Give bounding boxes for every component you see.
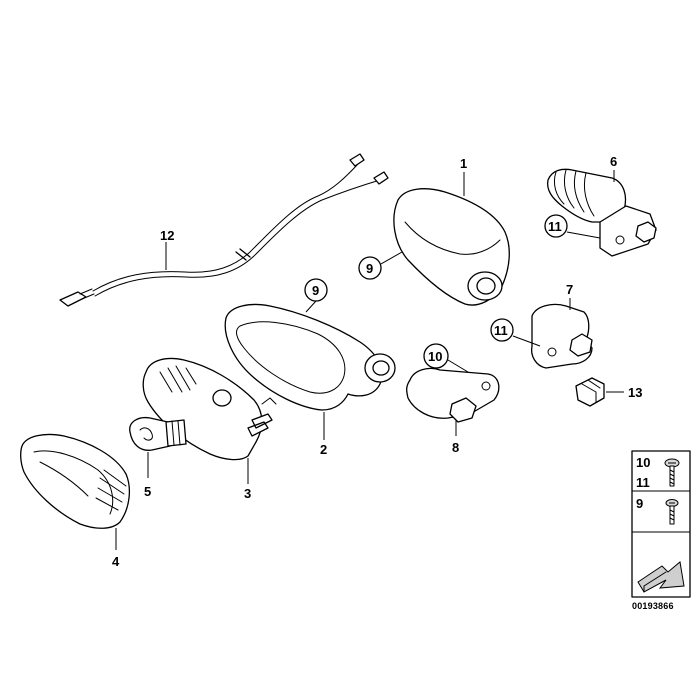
callout-6: 6 [610, 154, 617, 169]
lens-reflection [39, 461, 89, 497]
small-bracket-hole [547, 347, 557, 357]
wiring-harness [59, 153, 389, 307]
callout-4: 4 [112, 554, 120, 569]
lens-edge [33, 450, 114, 515]
reflector-body [142, 357, 263, 461]
callout-12: 12 [160, 228, 174, 243]
bellows-bracket-hole [615, 235, 625, 245]
callout-circle-11b [490, 318, 514, 342]
leader-line-11a [566, 231, 601, 239]
callout-8: 8 [452, 440, 459, 455]
rear-housing [393, 188, 510, 306]
leader-line-10 [447, 359, 469, 373]
screw-icon-small [665, 499, 679, 525]
harness-terminal-a [349, 153, 365, 167]
harness-cable-b [94, 179, 381, 297]
screw-icon-large [664, 458, 680, 487]
harness-terminal-b [373, 171, 389, 185]
callout-2: 2 [320, 442, 327, 457]
bulb-filament [139, 427, 153, 441]
short-bracket-hole [481, 381, 491, 391]
callout-circle-9a [358, 256, 382, 280]
clip-folds [581, 379, 601, 403]
front-housing-socket-inner [372, 360, 390, 376]
leader-line-9a [380, 251, 403, 265]
callout-11b: 11 [494, 323, 508, 338]
legend-label-11: 11 [636, 475, 650, 490]
callout-5: 5 [144, 484, 151, 499]
small-bracket [530, 303, 593, 369]
bulb-base [165, 419, 187, 447]
callout-9a: 9 [366, 261, 373, 276]
front-housing-body [224, 303, 383, 411]
bulb [129, 416, 187, 451]
callout-10: 10 [428, 349, 442, 364]
callout-1: 1 [460, 156, 467, 171]
callout-13: 13 [628, 385, 642, 400]
front-housing [224, 303, 396, 411]
bellows-mount [546, 168, 657, 257]
leader-line-11b [512, 335, 541, 347]
callout-11a: 11 [548, 219, 562, 234]
drawing-number: 00193866 [632, 601, 674, 611]
rear-housing-socket-inner [476, 277, 496, 295]
callout-circle-11a [544, 214, 568, 238]
short-bracket-nut [449, 397, 477, 423]
leader-line-9b [305, 300, 317, 313]
reflector [142, 357, 277, 461]
bulb-glass [129, 416, 171, 451]
lens-ribs [95, 469, 127, 511]
reflector-facets [159, 365, 197, 393]
hardware-legend: 10 11 9 [631, 450, 691, 598]
bulb-base-ridges [171, 420, 181, 446]
rear-housing-crease [404, 221, 501, 255]
reflector-tab [261, 397, 277, 405]
arrow-icon [637, 561, 685, 593]
legend-label-9: 9 [636, 496, 643, 511]
spring-clip [575, 377, 605, 407]
callout-3: 3 [244, 486, 251, 501]
short-bracket [406, 367, 500, 423]
front-housing-rim [236, 321, 346, 394]
lens-body [20, 433, 131, 529]
legend-label-10: 10 [636, 455, 650, 470]
bellows-nut [635, 221, 657, 243]
callout-circle-10 [423, 343, 449, 369]
harness-plug-lines [79, 288, 95, 300]
harness-cable-a [92, 163, 359, 292]
small-bracket-nut [569, 333, 593, 357]
clip-body [575, 377, 605, 407]
reflector-socket [212, 389, 232, 407]
harness-clip [235, 248, 251, 261]
reflector-terminals [247, 413, 273, 437]
callout-9b: 9 [312, 283, 319, 298]
lens [20, 433, 131, 529]
callout-7: 7 [566, 282, 573, 297]
bellows-ribs [553, 169, 595, 217]
